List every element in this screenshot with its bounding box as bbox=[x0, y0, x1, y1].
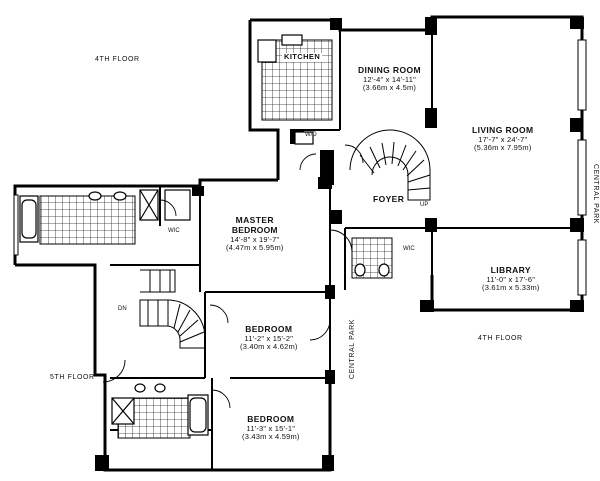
floor-label-4th-top: 4TH FLOOR bbox=[95, 56, 140, 63]
bedroom-2-dim-ft: 11'-3" x 15'-1" bbox=[246, 423, 296, 433]
library-dim-ft: 11'-0" x 17'-6" bbox=[486, 274, 536, 284]
fixtures bbox=[19, 34, 390, 436]
dn-label: DN bbox=[118, 306, 127, 312]
living-room-name: LIVING ROOM bbox=[472, 125, 534, 135]
living-room-dim-m: (5.36m x 7.95m) bbox=[473, 143, 532, 153]
master-bedroom-dim-ft: 14'-8" x 19'-7" bbox=[230, 234, 280, 244]
central-park-label-right: CENTRAL PARK bbox=[592, 163, 600, 225]
bedroom-1-dim-m: (3.40m x 4.62m) bbox=[240, 342, 298, 352]
foyer-label: FOYER bbox=[373, 194, 405, 204]
wic-master-label: WIC bbox=[168, 228, 180, 234]
bedroom-2-dim-m: (3.43m x 4.59m) bbox=[242, 432, 300, 442]
master-bedroom-name: MASTER bbox=[235, 215, 274, 225]
library-name: LIBRARY bbox=[490, 265, 531, 275]
library-dim-m: (3.61m x 5.33m) bbox=[482, 283, 540, 293]
columns bbox=[95, 17, 584, 471]
central-park-label-bottom: CENTRAL PARK bbox=[348, 318, 356, 380]
spiral-stair-upper bbox=[349, 129, 431, 201]
master-bedroom-dim-m: (4.47m x 5.95m) bbox=[226, 243, 284, 253]
master-bedroom-label: MASTER BEDROOM 14'-8" x 19'-7" (4.47m x … bbox=[226, 215, 284, 253]
bedroom-1-name: BEDROOM bbox=[245, 324, 293, 334]
up-label: UP bbox=[420, 202, 429, 208]
wic-hall-label: WIC bbox=[403, 246, 415, 252]
kitchen-label: KITCHEN bbox=[282, 52, 323, 62]
door-swings bbox=[102, 144, 364, 409]
dining-room-dim-ft: 12'-4" x 14'-11" bbox=[363, 74, 416, 84]
library-label: LIBRARY 11'-0" x 17'-6" (3.61m x 5.33m) bbox=[482, 265, 540, 293]
living-room-label: LIVING ROOM 17'-7" x 24'-7" (5.36m x 7.9… bbox=[472, 125, 534, 153]
living-room-dim-ft: 17'-7" x 24'-7" bbox=[478, 134, 528, 144]
bedroom-2-label: BEDROOM 11'-3" x 15'-1" (3.43m x 4.59m) bbox=[242, 414, 300, 442]
bedroom-1-label: BEDROOM 11'-2" x 15'-2" (3.40m x 4.62m) bbox=[240, 324, 298, 352]
bedroom-1-dim-ft: 11'-2" x 15'-2" bbox=[244, 333, 294, 343]
spiral-stair-lower bbox=[139, 269, 206, 349]
dining-room-dim-m: (3.66m x 4.5m) bbox=[362, 83, 417, 93]
bedroom-2-name: BEDROOM bbox=[247, 414, 295, 424]
dining-room-label: DINING ROOM 12'-4" x 14'-11" (3.66m x 4.… bbox=[358, 65, 421, 93]
master-bedroom-name2: BEDROOM bbox=[231, 224, 278, 235]
washer-dryer-label: W/D bbox=[305, 132, 317, 138]
windows bbox=[13, 39, 587, 296]
floor-label-4th-right: 4TH FLOOR bbox=[478, 335, 523, 342]
dining-room-name: DINING ROOM bbox=[358, 65, 421, 75]
floor-label-5th: 5TH FLOOR bbox=[50, 374, 95, 381]
